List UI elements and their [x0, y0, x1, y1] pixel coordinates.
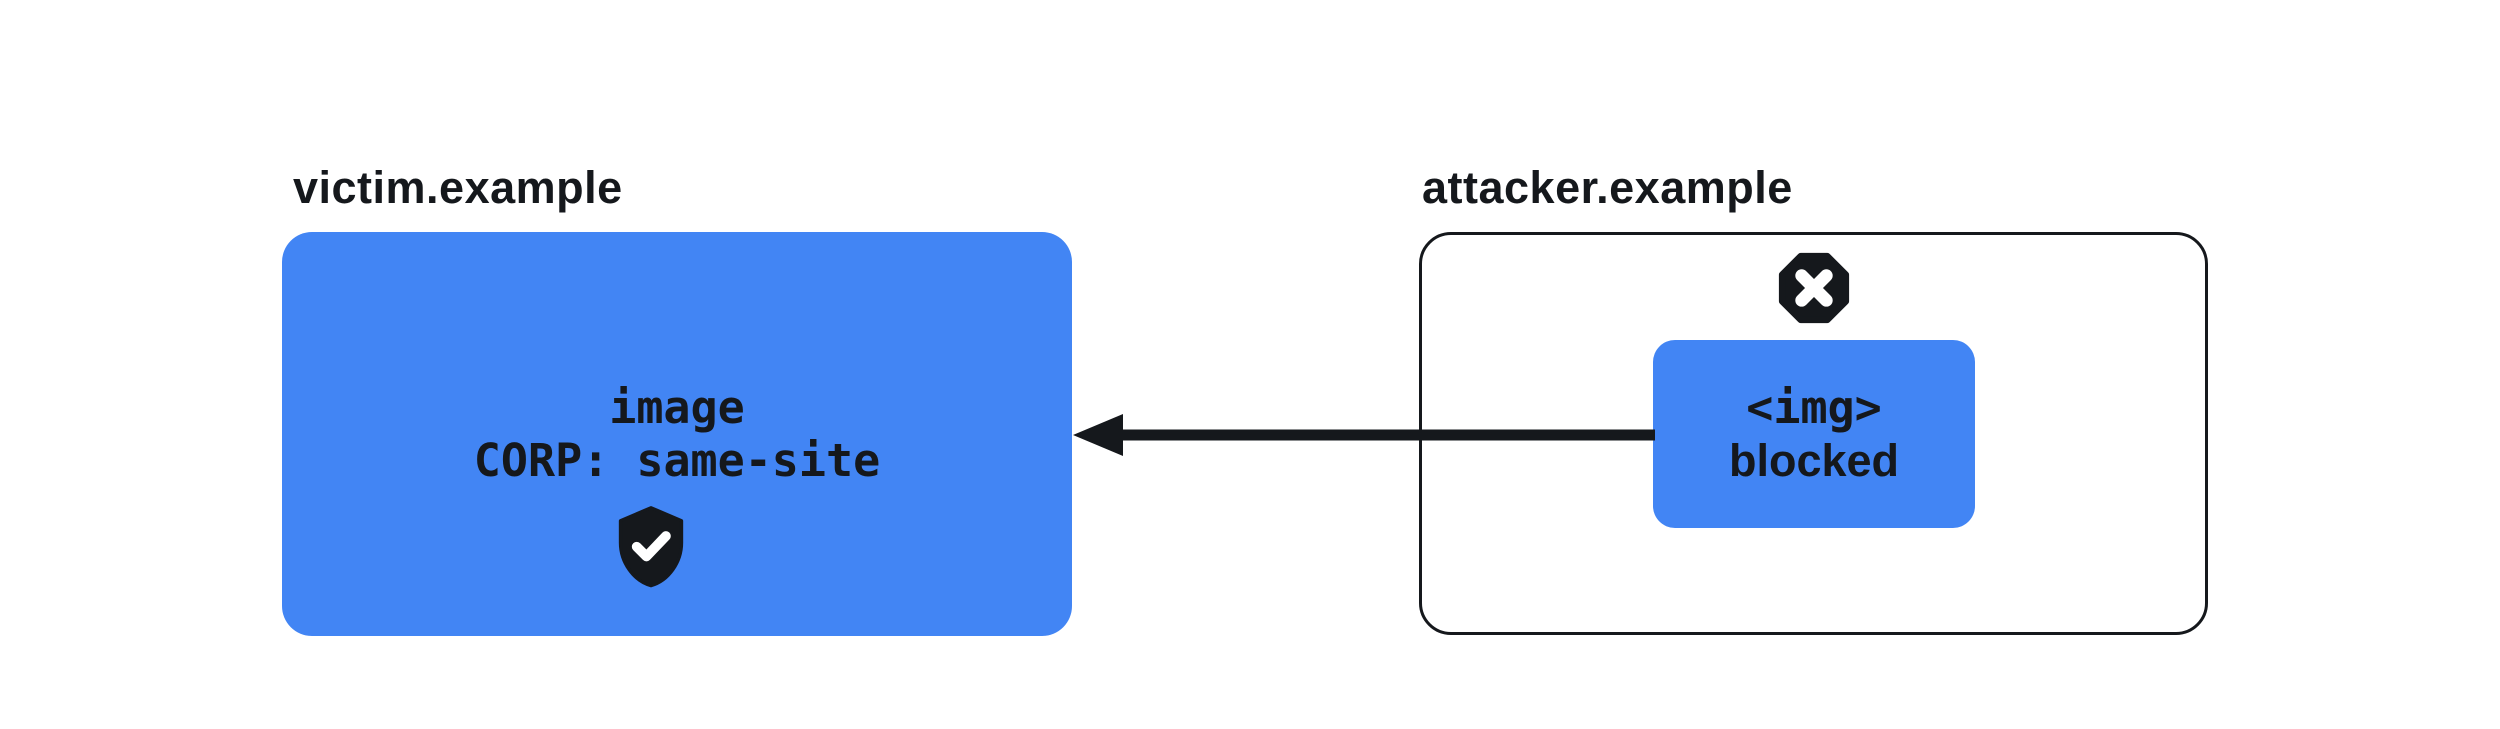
shield-check-icon — [612, 504, 690, 592]
resource-type-text: image — [609, 381, 745, 434]
blocked-text: blocked — [1728, 435, 1900, 486]
blocked-request-box: <img> blocked — [1653, 340, 1975, 528]
blocked-octagon-x-icon — [1775, 248, 1853, 328]
request-arrow — [1073, 414, 1655, 456]
img-tag-text: <img> — [1746, 381, 1882, 434]
attacker-site-label: attacker.example — [1422, 162, 1793, 213]
corp-header-text: CORP: same-site — [473, 434, 881, 487]
victim-site-label: victim.example — [293, 162, 623, 213]
victim-resource-box: image CORP: same-site — [282, 232, 1072, 636]
victim-resource-text: image CORP: same-site — [474, 381, 880, 487]
